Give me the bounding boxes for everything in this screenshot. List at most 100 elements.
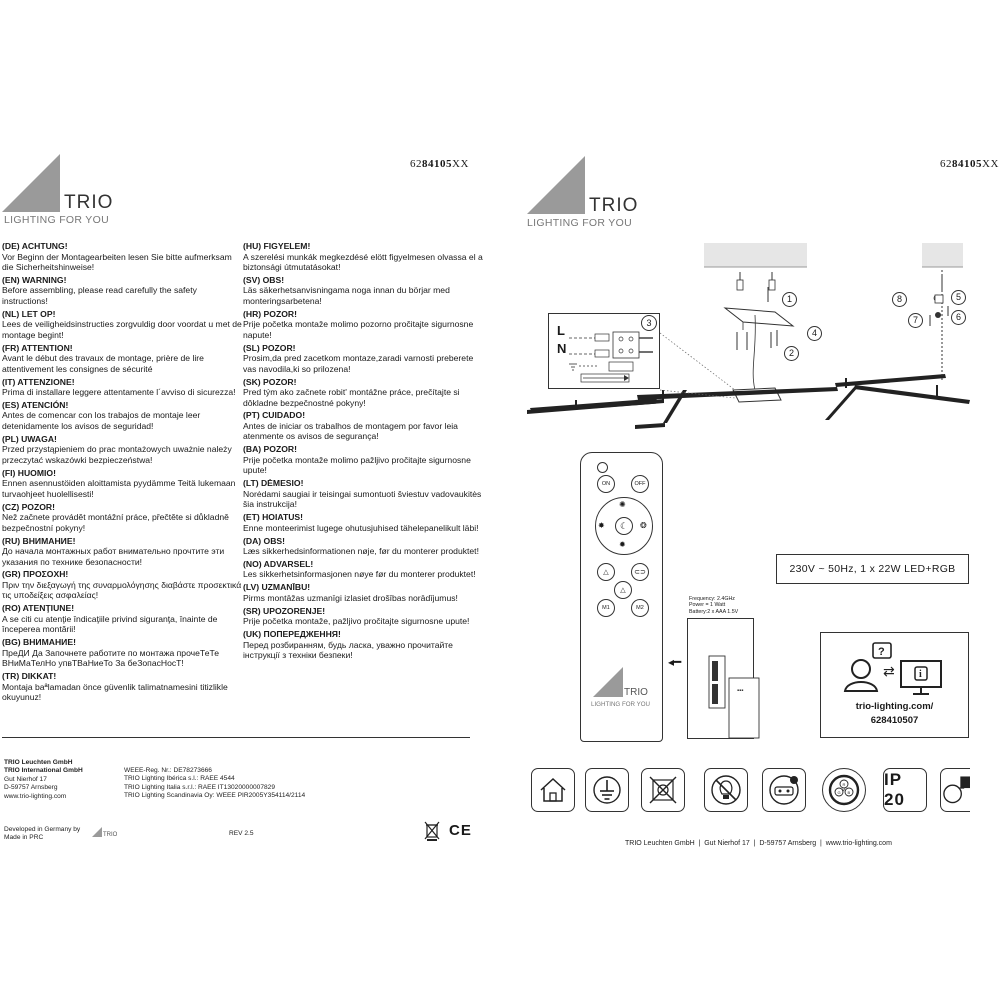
warning-text: Montaja baªlamadan önce güvenlik talimat… [2, 681, 228, 703]
remote-logo-tagline: LIGHTING FOR YOU [591, 701, 651, 708]
protective-earth-icon [585, 768, 629, 812]
svg-text:⇄: ⇄ [883, 664, 895, 680]
color-left-icon[interactable]: ✸ [598, 521, 605, 530]
ip20-icon: IP 20 [883, 768, 927, 812]
warning-heading: (SR) UPOZORENJE! [243, 605, 326, 616]
warning-heading: (NL) LET OP! [2, 308, 56, 319]
warning-heading: (PT) CUIDADO! [243, 410, 306, 421]
svg-text:G: G [838, 790, 841, 795]
night-mode-button[interactable]: ☾ [615, 517, 633, 535]
online-help-box: ? ⇄ i trio-lighting.com/ 628410507 [820, 632, 969, 738]
warning-heading: (SK) POZOR! [243, 376, 297, 387]
revision: REV 2.5 [229, 830, 254, 837]
warning-text: Pred tým ako začnete robit' montážne prá… [243, 387, 460, 408]
warning-heading: (BG) ВНИМАНИЕ! [2, 637, 76, 648]
safety-warning: (SK) POZOR!Pred tým ako začnete robit' m… [243, 377, 483, 409]
dial-ring[interactable] [595, 497, 653, 555]
warning-text: Prosim,da pred zacetkom montaze,zaradi v… [243, 353, 474, 374]
svg-text:i: i [919, 669, 922, 680]
wiring-diagram: L N 3 [548, 313, 660, 389]
rgb-button[interactable]: ⊂⊃ [631, 563, 649, 581]
step-1: 1 [782, 292, 797, 307]
step-7: 7 [908, 313, 923, 328]
safety-warning: (BA) POZOR!Prije početka montaže molimo … [243, 444, 483, 476]
svg-text:TRIO: TRIO [103, 832, 118, 838]
developed-note: Developed in Germany by Made in PRC [4, 826, 81, 842]
trio-logo-icon [527, 156, 585, 214]
memory-2-button[interactable]: M2 [631, 599, 649, 617]
warning-heading: (GR) ΠΡΟΣΟΧΗ! [2, 569, 69, 580]
warning-text: Prije početka montaže molimo pažljivo pr… [243, 454, 471, 476]
safety-warning: (FR) ATTENTION!Avant le début des travau… [2, 343, 242, 375]
footer-line: TRIO Lighting Scandinavia Oy: WEEE PIR20… [124, 792, 306, 800]
footer-line: TRIO Leuchten GmbH [4, 759, 73, 766]
footer-line: www.trio-lighting.com [4, 792, 67, 800]
warning-heading: (BA) POZOR! [243, 444, 297, 455]
warning-text: Before assembling, please read carefully… [2, 285, 197, 306]
memory-1-button[interactable]: M1 [597, 599, 615, 617]
safety-warning: (IT) ATTENZIONE!Prima di installare legg… [2, 377, 242, 398]
safety-warning: (ES) ATENCIÓN!Antes de comencar con los … [2, 400, 242, 432]
step-5: 5 [951, 290, 966, 305]
help-code: 628410507 [870, 715, 919, 726]
footer-line: TRIO International GmbH [4, 767, 83, 775]
warning-text: Les sikkerhetsinformasjonen nøye før du … [243, 569, 476, 580]
ce-mark: CE [449, 822, 472, 839]
warning-text: Ennen asennustöiden aloittamista pyydämm… [2, 478, 236, 499]
warning-text: Antes de comencar con los trabajos de mo… [2, 410, 201, 431]
safety-warning: (GR) ΠΡΟΣΟΧΗ!Πριν την διεξαγωγή της συνα… [2, 569, 242, 601]
terminal-block-icon [569, 331, 653, 383]
logo-tagline: LIGHTING FOR YOU [527, 217, 632, 229]
safety-warning: (HU) FIGYELEM!A szerelési munkák megkezd… [243, 241, 483, 273]
safety-warning: (SL) POZOR!Prosim,da pred zacetkom monta… [243, 343, 483, 375]
color-right-icon[interactable]: ❂ [640, 521, 647, 530]
warning-heading: (FI) HUOMIO! [2, 467, 56, 478]
safety-warning: (UK) ПОПЕРЕДЖЕННЯ!Перед розбиранням, буд… [243, 629, 483, 661]
trio-logo-icon [2, 154, 60, 212]
product-code: 6284105XX [410, 158, 469, 170]
safety-warning: (NO) ADVARSEL!Les sikkerhetsinformasjone… [243, 559, 483, 580]
on-button[interactable]: ON [597, 475, 615, 493]
electrical-spec: 230V ~ 50Hz, 1 x 22W LED+RGB [776, 554, 969, 584]
warning-heading: (HR) POZOR! [243, 308, 297, 319]
footer-line: D-59757 Arnsberg [4, 784, 58, 792]
warning-heading: (CZ) POZOR! [2, 501, 55, 512]
svg-text:▪▪▪: ▪▪▪ [737, 688, 743, 694]
safety-warning: (EN) WARNING!Before assembling, please r… [2, 275, 242, 307]
warning-heading: (SL) POZOR! [243, 342, 296, 353]
warning-text: ПреДИ Да Започнете работите по монтажа п… [2, 647, 220, 669]
warm-light-button[interactable]: △ [597, 563, 615, 581]
brightness-up-icon[interactable]: ✺ [619, 500, 626, 509]
battery-info: Frequency: 2.4GHz Power = 1 Watt Battery… [689, 596, 739, 615]
remote-back-battery-icon: ▪▪▪ [687, 618, 760, 739]
warning-heading: (ES) ATENCIÓN! [2, 399, 69, 410]
warning-heading: (ET) HOIATUS! [243, 512, 303, 523]
warning-heading: (RU) ВНИМАНИЕ! [2, 535, 76, 546]
warning-text: Antes de iniciar os trabalhos de montage… [243, 420, 458, 442]
warning-heading: (UK) ПОПЕРЕДЖЕННЯ! [243, 629, 341, 640]
help-url[interactable]: trio-lighting.com/ [855, 701, 934, 712]
triangle-button[interactable]: △ [614, 581, 632, 599]
brightness-down-icon[interactable]: ✹ [619, 540, 626, 549]
warning-heading: (DA) OBS! [243, 535, 286, 546]
wiring-step-number: 3 [641, 315, 657, 331]
warning-heading: (IT) ATTENZIONE! [2, 376, 75, 387]
remote-logo-text: TRIO [624, 687, 648, 698]
logo-brand: TRIO [589, 195, 639, 216]
divider [2, 737, 470, 738]
indoor-use-icon [531, 768, 575, 812]
warning-text: Læs sikkerhedsinformationen nøje, før du… [243, 546, 479, 557]
neutral-label: N [557, 341, 567, 356]
svg-text:W: W [843, 787, 847, 792]
warning-heading: (HU) FIGYELEM! [243, 241, 311, 251]
warning-heading: (DE) ACHTUNG! [2, 241, 68, 251]
spotlight-icon [940, 768, 970, 812]
off-button[interactable]: OFF [631, 475, 649, 493]
step-8: 8 [892, 292, 907, 307]
warning-text: До начала монтажных работ внимательно пр… [2, 546, 225, 567]
warning-heading: (NO) ADVARSEL! [243, 558, 314, 569]
warning-text: Läs säkerhetsanvisningama noga innan du … [243, 285, 450, 306]
